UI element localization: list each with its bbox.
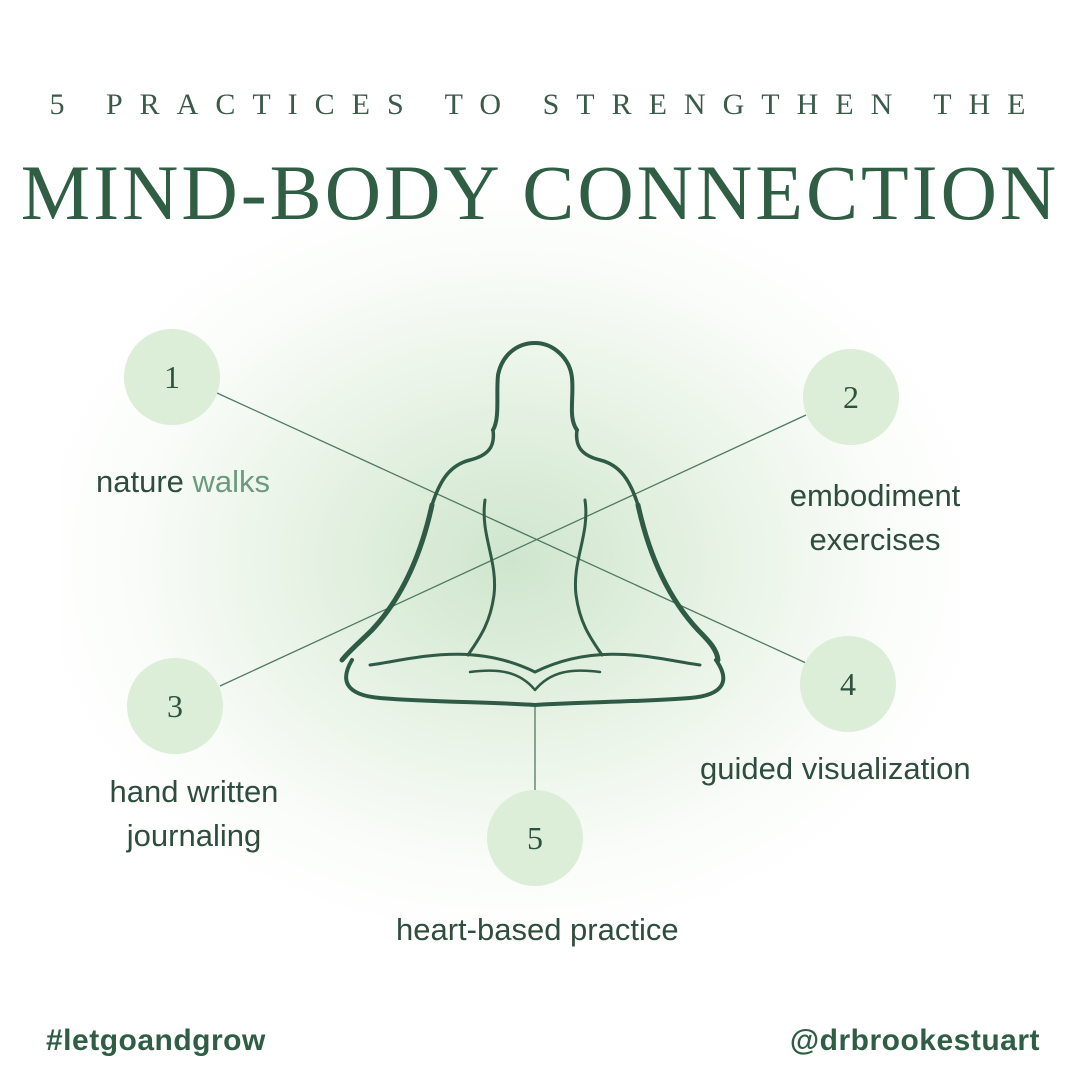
practice-number-2: 2: [803, 349, 899, 445]
label-2-line2: exercises: [809, 522, 941, 557]
practice-label-4: guided visualization: [700, 751, 971, 786]
connector-1-4: [216, 392, 807, 664]
connector-2-3: [219, 414, 807, 687]
practice-label-5: heart-based practice: [396, 912, 679, 947]
hashtag: #letgoandgrow: [46, 1024, 266, 1057]
practice-label-3: hand written journaling: [84, 770, 304, 858]
page-title: MIND-BODY CONNECTION: [20, 149, 1060, 236]
label-3-line1: hand written: [109, 774, 279, 809]
connector-lines: [216, 392, 807, 790]
practice-number-4: 4: [800, 636, 896, 732]
practice-number-5: 5: [487, 790, 583, 886]
label-1-main: nature: [96, 464, 184, 499]
label-1-accent: walks: [192, 464, 271, 499]
subtitle: 5 PRACTICES TO STRENGTHEN THE: [49, 88, 1043, 121]
meditating-figure-icon: [339, 341, 726, 707]
label-3-line2: journaling: [126, 818, 262, 853]
label-2-line1: embodiment: [789, 478, 961, 513]
practice-label-1: nature walks: [96, 460, 270, 504]
practice-number-3: 3: [127, 658, 223, 754]
author-handle: @drbrookestuart: [789, 1024, 1040, 1057]
practice-number-1: 1: [124, 329, 220, 425]
practice-label-2: embodiment exercises: [760, 474, 990, 562]
